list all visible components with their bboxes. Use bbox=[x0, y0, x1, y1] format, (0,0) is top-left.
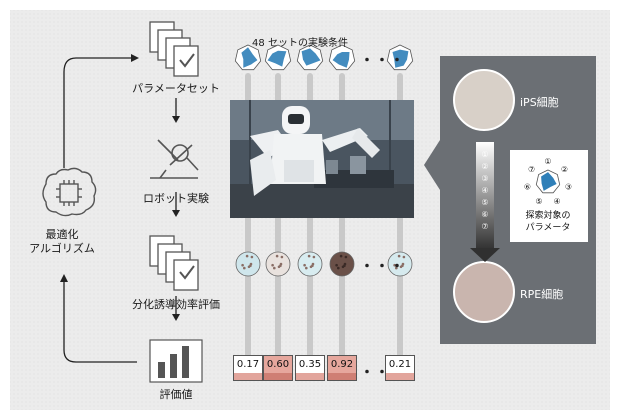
cell-dot bbox=[250, 255, 254, 259]
rpe-cell-label: RPE細胞 bbox=[520, 288, 564, 301]
parameter-arrow bbox=[476, 142, 494, 250]
cell-dot bbox=[309, 265, 313, 269]
param-number-7: ⑦ bbox=[481, 222, 489, 231]
evaluation-value-1: 0.17 bbox=[233, 355, 263, 381]
culture-well-1 bbox=[235, 251, 261, 277]
radar-number-1: ① bbox=[544, 157, 551, 166]
radar-shape-3 bbox=[301, 48, 321, 66]
evaluation-value-5: 0.21 bbox=[385, 355, 415, 381]
cell-dot bbox=[277, 265, 281, 269]
ips-cell-image bbox=[453, 69, 515, 131]
culture-well-4 bbox=[329, 251, 355, 277]
cell-dot bbox=[280, 255, 284, 259]
cell-dot bbox=[337, 266, 340, 270]
radar-number-2: ② bbox=[561, 165, 568, 174]
culture-well-5 bbox=[387, 251, 413, 277]
radar-number-7: ⑦ bbox=[528, 165, 535, 174]
inset-radar-shape bbox=[541, 172, 557, 191]
radar-shape-5 bbox=[392, 49, 409, 68]
param-number-5: ⑤ bbox=[481, 198, 489, 207]
checklist-stack-icon bbox=[149, 235, 199, 291]
loop-arrow-right-head bbox=[131, 54, 139, 62]
cell-dot bbox=[303, 263, 306, 267]
radar-inset bbox=[510, 150, 588, 242]
param-number-1: ① bbox=[481, 150, 489, 159]
cell-dot bbox=[393, 263, 396, 267]
cell-dot bbox=[402, 255, 406, 259]
bar-chart-icon bbox=[149, 339, 203, 383]
cell-dot bbox=[305, 266, 308, 270]
optimization-algorithm-label: 最適化 アルゴリズム bbox=[29, 228, 95, 255]
loop-arrow-up-head bbox=[60, 274, 68, 282]
loop-arrows bbox=[63, 57, 137, 363]
cell-dot bbox=[399, 265, 403, 269]
cell-dot bbox=[307, 254, 311, 258]
evaluation-value-2: 0.60 bbox=[263, 355, 293, 381]
radar-shape-1 bbox=[241, 47, 258, 68]
well-ellipsis: ・・・ bbox=[360, 259, 405, 275]
document-stack-icon bbox=[149, 21, 199, 77]
culture-well-2 bbox=[265, 251, 291, 277]
radar-number-5: ⑤ bbox=[535, 197, 542, 206]
step-evaluation-value: 評価値 bbox=[159, 388, 193, 401]
step-parameter-set: パラメータセット bbox=[132, 82, 220, 95]
radar-shape-2 bbox=[267, 50, 287, 67]
culture-well-3 bbox=[297, 251, 323, 277]
microscope-icon bbox=[150, 139, 199, 179]
cell-dot bbox=[335, 263, 338, 267]
evaluation-value-4: 0.92 bbox=[327, 355, 357, 381]
panel-pointer bbox=[424, 140, 440, 190]
cell-dot bbox=[339, 254, 343, 258]
radar-number-3: ③ bbox=[565, 183, 572, 192]
cell-dot bbox=[275, 254, 279, 258]
cell-dot bbox=[341, 265, 345, 269]
param-number-4: ④ bbox=[481, 186, 489, 195]
radar-ellipsis: ・・・ bbox=[360, 53, 405, 69]
cell-dot bbox=[243, 266, 246, 270]
param-number-2: ② bbox=[481, 162, 489, 171]
radar-shape-4 bbox=[332, 52, 350, 68]
cell-dot bbox=[397, 254, 401, 258]
brain-chip-icon bbox=[42, 167, 97, 217]
search-parameter-label: 探索対象の パラメータ bbox=[525, 211, 571, 233]
radar-number-6: ⑥ bbox=[524, 183, 531, 192]
cell-dot bbox=[395, 266, 398, 270]
robot-photo bbox=[230, 100, 414, 218]
step-robot-experiment: ロボット実験 bbox=[143, 192, 209, 205]
cell-dot bbox=[245, 254, 249, 258]
cell-dot bbox=[241, 263, 244, 267]
conditions-header: 48 セットの実験条件 bbox=[252, 38, 348, 49]
ips-cell-label: iPS細胞 bbox=[520, 96, 559, 109]
evaluation-value-3: 0.35 bbox=[295, 355, 325, 381]
param-number-6: ⑥ bbox=[481, 210, 489, 219]
cell-dot bbox=[271, 263, 274, 267]
cell-dot bbox=[273, 266, 276, 270]
cell-dot bbox=[312, 255, 316, 259]
rpe-cell-image bbox=[453, 261, 515, 323]
param-number-3: ③ bbox=[481, 174, 489, 183]
radar-number-4: ④ bbox=[554, 197, 561, 206]
robot-illustration bbox=[230, 100, 414, 218]
step-differentiation-evaluation: 分化誘導効率評価 bbox=[132, 298, 220, 311]
cell-dot bbox=[344, 255, 348, 259]
cell-dot bbox=[247, 265, 251, 269]
